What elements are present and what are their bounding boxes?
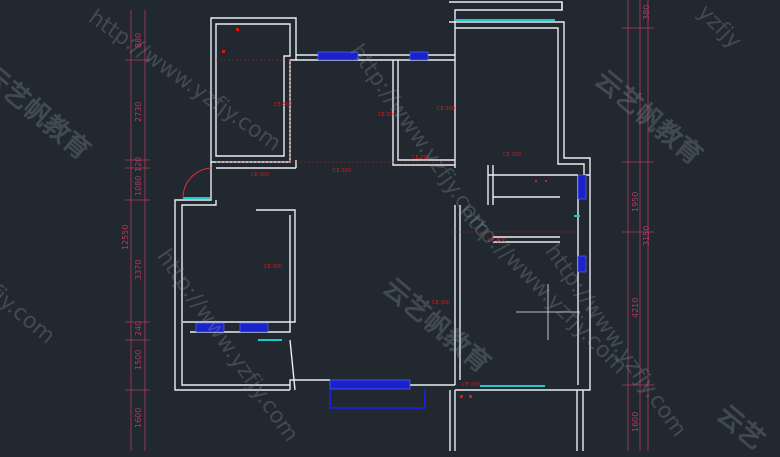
room-tag: CE-300 [378,112,396,118]
room-tag: CE-300 [264,264,282,270]
dim-left-1080: 1080 [134,175,143,196]
room-tag: CE-300 [412,155,430,161]
dim-right-380: 380 [642,4,651,20]
windows-blue [195,51,587,390]
room-tag: CE-300 [437,106,455,112]
room-tag: CE-300 [503,152,521,158]
walls [174,1,591,451]
door-swing [182,167,212,199]
dim-left-1600: 1600 [134,407,143,428]
dim-right-1950: 1950 [631,191,640,212]
light-fixture [516,284,580,340]
room-tag: CE-300 [462,382,480,388]
dim-right-4210: 4210 [631,297,640,318]
markers [222,28,547,398]
dim-left-12550: 12550 [121,224,130,250]
dim-left-1500: 1500 [134,349,143,370]
bay-window [329,389,426,409]
ceiling-lines [216,59,578,233]
windows-cyan [183,19,580,387]
dimension-lines-right [622,0,654,451]
dim-right-3150: 3150 [642,225,651,246]
room-tag: CE-300 [274,102,292,108]
dim-right-1600: 1600 [631,411,640,432]
room-tag: CE-300 [251,172,269,178]
dim-left-120: 120 [134,156,143,172]
dim-left-880: 880 [134,32,143,48]
dim-left-3370: 3370 [134,259,143,280]
dimension-lines-left [125,10,150,451]
dim-left-240: 240 [134,320,143,336]
room-tag: CE-300 [488,238,506,244]
dim-left-2730: 2730 [134,101,143,122]
room-tag: CE-300 [333,168,351,174]
room-tag: CE-300 [432,300,450,306]
